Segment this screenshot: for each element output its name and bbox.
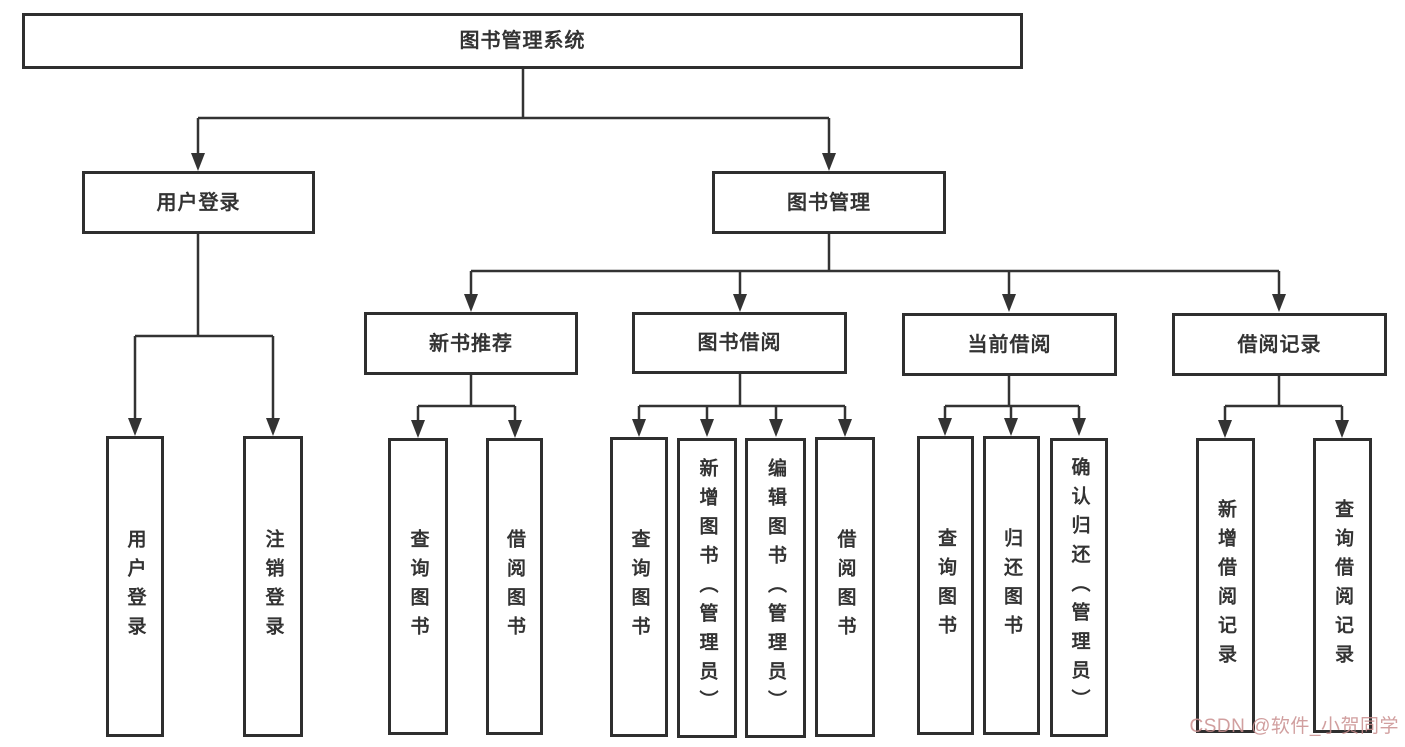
node-borrow-records-label: 借阅记录 [1237,333,1322,356]
node-leaf-cb-return-label: 归还图书 [1001,527,1022,644]
arrowhead [1335,420,1349,438]
connector-user-login [133,234,275,418]
arrowhead [1218,420,1232,438]
node-leaf-cb-query-label: 查询图书 [935,527,956,644]
arrowhead [938,418,952,436]
arrowhead [1002,294,1016,312]
arrowhead [508,420,522,438]
node-leaf-bb-add: 新增图书（管理员） [677,438,737,738]
arrowhead [128,418,142,436]
node-leaf-bb-query-label: 查询图书 [628,529,650,645]
node-leaf-cb-query: 查询图书 [917,436,974,735]
node-leaf-cb-confirm: 确认归还（管理员） [1050,438,1108,737]
node-leaf-bb-borrow-label: 借阅图书 [834,529,856,645]
arrowhead [632,419,646,437]
node-root-label: 图书管理系统 [459,30,586,52]
node-leaf-bb-edit: 编辑图书（管理员） [745,438,806,738]
node-book-borrow-label: 图书借阅 [697,332,782,354]
node-leaf-rec-query-label: 查询图书 [407,528,429,645]
node-leaf-cb-return: 归还图书 [983,436,1040,735]
node-leaf-br-add-label: 新增借阅记录 [1215,498,1236,673]
connector-root [196,69,831,153]
arrowhead [464,294,478,312]
node-leaf-bb-add-label: 新增图书（管理员） [696,457,718,719]
node-leaf-rec-borrow: 借阅图书 [486,438,543,735]
connector-book-mgmt [469,234,1281,294]
node-current-borrow: 当前借阅 [902,313,1117,376]
node-book-borrow: 图书借阅 [632,312,847,374]
node-current-borrow-label: 当前借阅 [967,333,1052,356]
node-leaf-bb-edit-label: 编辑图书（管理员） [765,457,786,719]
csdn-watermark: CSDN @软件_小贺同学 [1189,716,1399,737]
arrowhead [838,419,852,437]
connector-new-book-rec [416,375,517,420]
node-leaf-user-login-label: 用户登录 [124,528,146,645]
node-leaf-bb-borrow: 借阅图书 [815,437,875,737]
arrowhead [1272,294,1286,312]
arrowhead [411,420,425,438]
node-root: 图书管理系统 [22,13,1023,69]
node-leaf-br-query: 查询借阅记录 [1313,438,1372,733]
node-leaf-rec-borrow-label: 借阅图书 [504,528,525,645]
node-leaf-cb-confirm-label: 确认归还（管理员） [1068,457,1090,718]
node-leaf-logout: 注销登录 [243,436,303,737]
node-book-mgmt-label: 图书管理 [787,191,871,214]
node-new-book-rec-label: 新书推荐 [429,332,513,355]
arrowhead [266,418,280,436]
node-book-mgmt: 图书管理 [712,171,946,234]
node-user-login: 用户登录 [82,171,315,234]
node-leaf-logout-label: 注销登录 [262,528,284,645]
arrowhead [1072,418,1086,436]
arrowhead [769,419,783,437]
arrowhead [1004,418,1018,436]
node-leaf-bb-query: 查询图书 [610,437,668,737]
connector-book-borrow [637,374,847,419]
node-user-login-label: 用户登录 [156,191,241,214]
connector-current-borrow [943,376,1081,418]
node-leaf-br-add: 新增借阅记录 [1196,438,1255,733]
arrowhead [822,153,836,171]
node-new-book-rec: 新书推荐 [364,312,578,375]
arrowhead [733,294,747,312]
node-leaf-rec-query: 查询图书 [388,438,448,735]
arrowhead [700,419,714,437]
arrowhead [191,153,205,171]
connector-borrow-records [1223,376,1344,420]
node-borrow-records: 借阅记录 [1172,313,1387,376]
node-leaf-user-login: 用户登录 [106,436,164,737]
node-leaf-br-query-label: 查询借阅记录 [1332,498,1353,673]
